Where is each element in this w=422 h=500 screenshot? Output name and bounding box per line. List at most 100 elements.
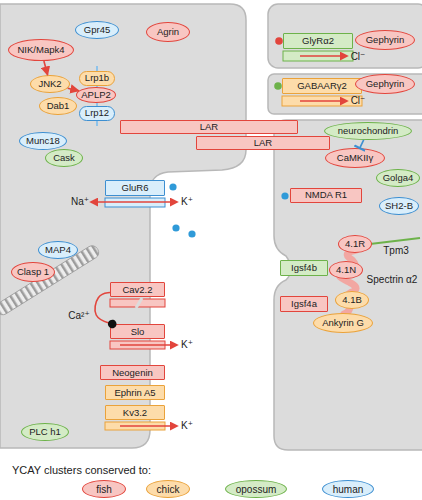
protein-label: Spectrin α2 [367, 275, 418, 285]
protein-box: Igsf4b [280, 260, 328, 276]
legend-text: human [333, 484, 364, 495]
protein-box: Ephrin A5 [105, 385, 165, 400]
postsynaptic-region [268, 74, 422, 114]
protein-name: Igsf4b [291, 263, 317, 273]
protein-name: LAR [200, 122, 218, 132]
presynaptic-terminal [0, 4, 246, 448]
protein-oval: 4.1B [335, 291, 369, 309]
channel-gap [136, 298, 142, 308]
protein-name: CaMKIIγ [337, 153, 373, 163]
protein-name: Gpr45 [84, 25, 110, 35]
protein-box: GluR6 [105, 180, 165, 196]
protein-box: GlyRα2 [283, 33, 353, 49]
legend-swatch: opossum [225, 480, 287, 498]
protein-oval: MAP4 [38, 241, 78, 259]
protein-name: LAR [254, 138, 272, 148]
tropomyosin-line [370, 238, 420, 244]
inhibition-connector [360, 140, 364, 148]
protein-name: Gephyrin [366, 79, 405, 89]
protein-name: Clasp 1 [17, 267, 49, 277]
protein-oval: JNK2 [30, 75, 70, 93]
protein-name: Cask [53, 153, 75, 163]
arrow-connector [68, 88, 79, 91]
protein-oval: Gephyrin [355, 74, 415, 94]
protein-oval: 4.1R [338, 235, 372, 253]
arrow-connector [44, 61, 48, 75]
protein-name: Cav2.2 [122, 285, 152, 295]
protein-name: NMDA R1 [305, 190, 347, 200]
protein-name: NIK/Mapk4 [18, 45, 65, 55]
protein-name: APLP2 [81, 90, 111, 100]
protein-oval: Cask [45, 149, 83, 167]
protein-box: Kv3.2 [105, 405, 165, 420]
protein-oval: Dab1 [39, 97, 77, 115]
protein-name: Lrp12 [85, 108, 109, 118]
ion-label: Cl⁻ [351, 52, 366, 62]
legend-text: fish [96, 484, 112, 495]
ion-label: Cl⁻ [351, 96, 366, 106]
protein-oval: NIK/Mapk4 [8, 39, 74, 61]
protein-name: Ephrin A5 [114, 388, 155, 398]
postsynaptic-region [268, 4, 422, 68]
protein-name: 4.1N [336, 265, 356, 275]
protein-label: Tpm3 [383, 246, 409, 256]
protein-name: Dab1 [47, 101, 70, 111]
protein-name: GlyRα2 [302, 36, 334, 46]
channel-bar [283, 51, 353, 61]
protein-oval: Ankyrin G [313, 313, 373, 333]
protein-oval: Golga4 [376, 169, 420, 187]
legend-title: YCAY clusters conserved to: [12, 465, 151, 476]
ion-flow-arrow [120, 425, 177, 427]
legend-text: chick [157, 484, 180, 495]
microtubule [0, 243, 101, 317]
protein-name: Agrin [157, 27, 179, 37]
ion-flow-arrow [91, 201, 177, 203]
protein-box: Cav2.2 [110, 282, 165, 297]
protein-name: Igsf4a [291, 299, 317, 309]
protein-oval: Munc18 [19, 132, 67, 150]
protein-name: SH2-B [385, 201, 413, 211]
protein-oval: Gephyrin [355, 30, 415, 50]
protein-name: neurochondrin [338, 126, 399, 136]
protein-name: Slo [131, 327, 145, 337]
protein-oval: CaMKIIγ [325, 148, 385, 168]
protein-box: GABAARγ2 [282, 78, 362, 94]
ion-label: K⁺ [181, 421, 193, 431]
protein-name: Ankyrin G [322, 318, 364, 328]
ion-flow-arrow [300, 55, 347, 57]
protein-oval: Clasp 1 [11, 262, 55, 282]
protein-oval: Agrin [146, 22, 190, 42]
protein-name: Golga4 [383, 173, 414, 183]
glutamate-dot [188, 230, 195, 237]
protein-box: Slo [110, 324, 165, 339]
glycine-dot [275, 37, 283, 45]
protein-oval: 4.1N [329, 261, 363, 279]
glutamate-dot [281, 192, 288, 199]
protein-oval: PLC h1 [21, 423, 69, 441]
ion-flow-arrow [300, 100, 347, 102]
protein-name: 4.1B [342, 295, 362, 305]
protein-name: Kv3.2 [123, 408, 147, 418]
ion-label: K⁺ [181, 197, 193, 207]
protein-name: Gephyrin [366, 35, 405, 45]
protein-box: Neogenin [100, 365, 165, 380]
ion-flow-arrow [120, 344, 177, 346]
postsynaptic-region [274, 120, 422, 450]
glutamate-dot [172, 224, 179, 231]
protein-box: Igsf4a [280, 296, 328, 312]
protein-name: GABAARγ2 [297, 81, 347, 91]
protein-box: Lrp1b [79, 71, 115, 86]
protein-oval: SH2-B [379, 197, 419, 215]
protein-oval: neurochondrin [324, 122, 412, 140]
channel-bar [110, 299, 165, 307]
protein-name: Neogenin [112, 368, 153, 378]
legend-swatch: chick [146, 480, 190, 498]
gaba-dot [274, 82, 282, 90]
protein-name: Munc18 [26, 136, 60, 146]
protein-oval: Gpr45 [75, 21, 119, 39]
ion-label: Na⁺ [71, 197, 89, 207]
protein-name: PLC h1 [29, 427, 61, 437]
protein-oval: APLP2 [76, 87, 116, 103]
legend-swatch: human [322, 480, 374, 498]
